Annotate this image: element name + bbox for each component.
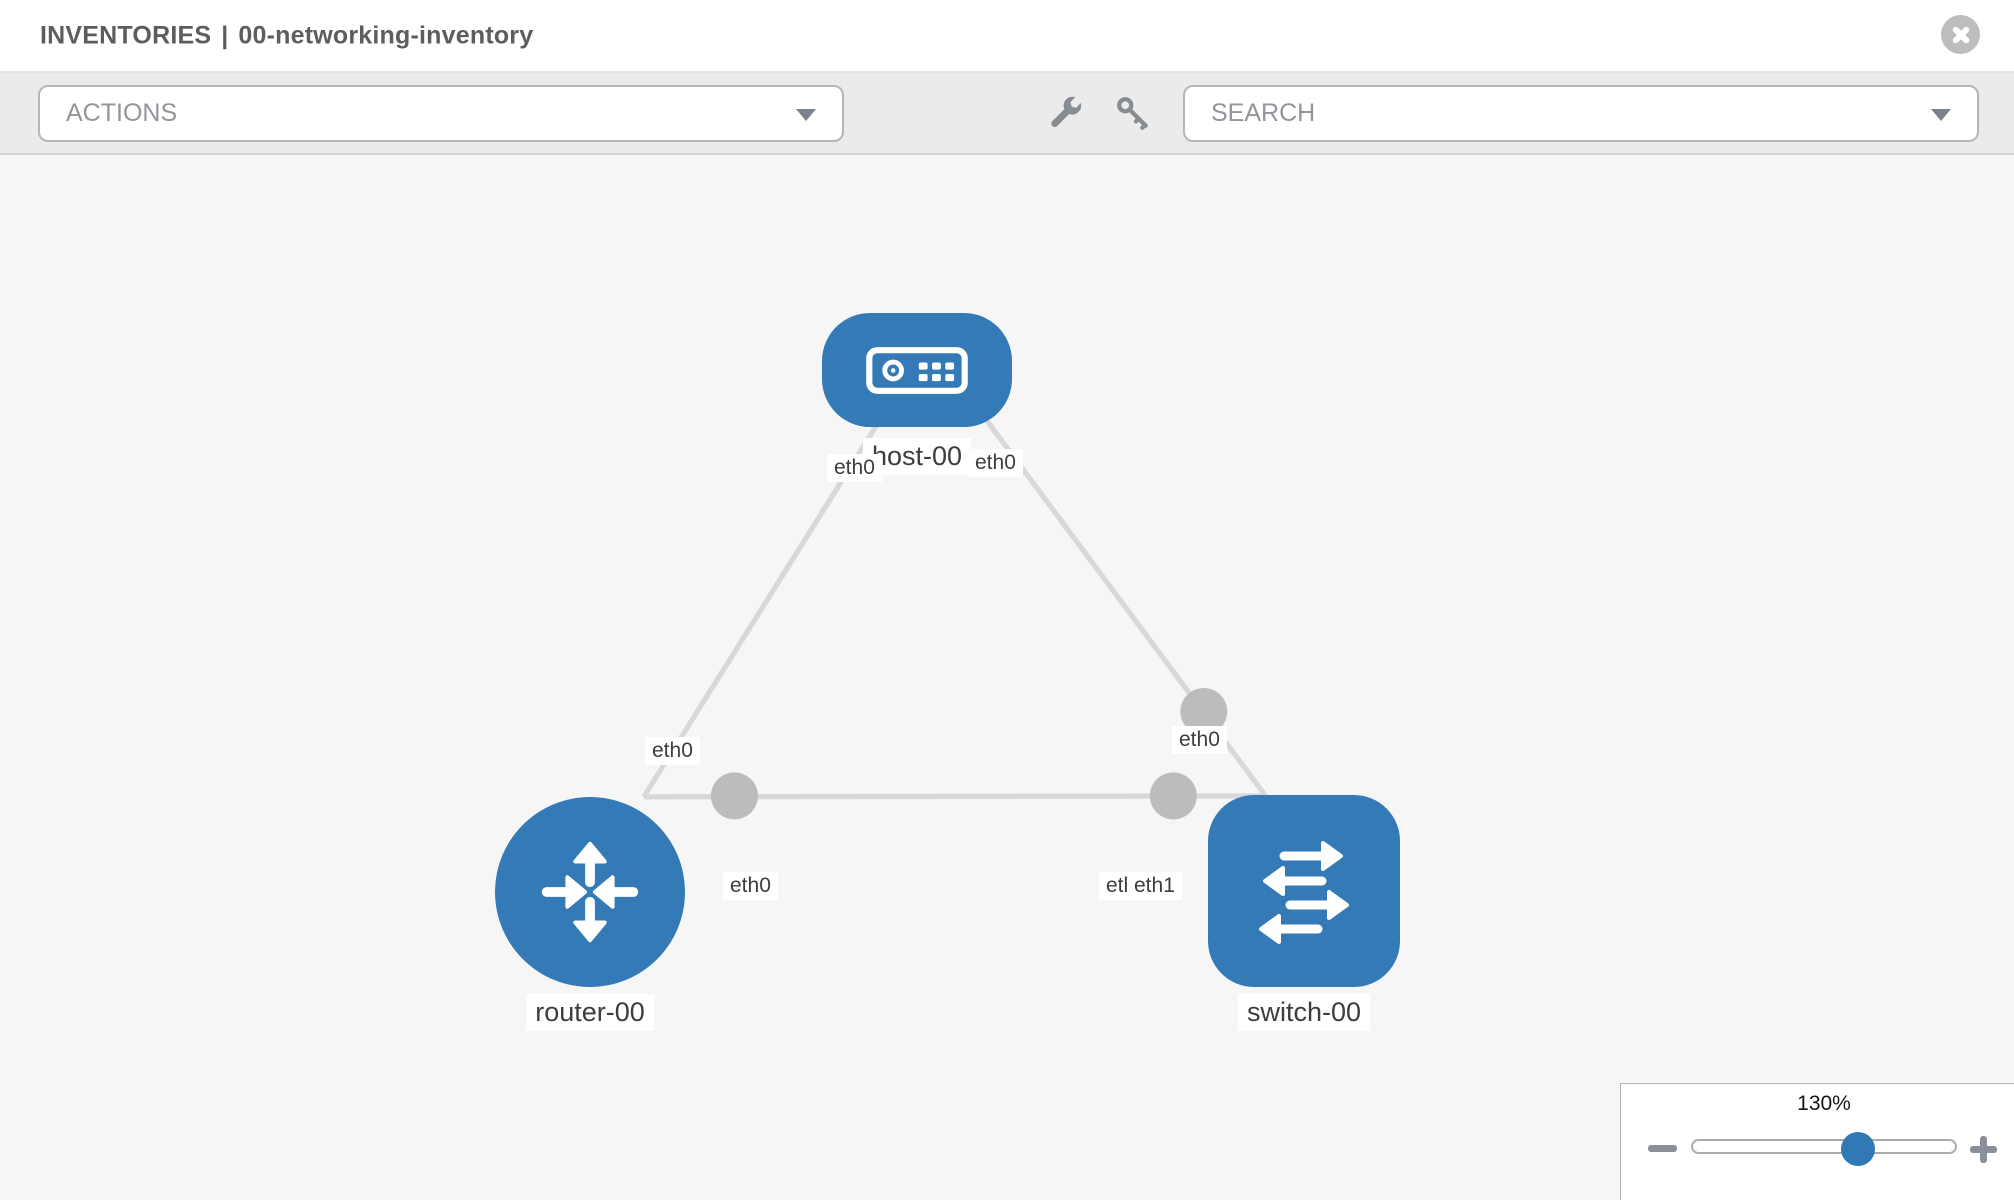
key-icon xyxy=(1117,97,1148,130)
zoom-slider-track[interactable] xyxy=(1691,1139,1957,1154)
interface-connector xyxy=(710,772,758,820)
inventory-name: 00-networking-inventory xyxy=(238,21,534,49)
zoom-in-button[interactable] xyxy=(1970,1136,1997,1163)
interface-label: eth0 xyxy=(1172,726,1227,754)
chevron-down-icon xyxy=(1931,108,1951,121)
breadcrumb-separator: | xyxy=(221,21,229,49)
interface-label: eth1 xyxy=(1127,872,1182,900)
interface-label: eth0 xyxy=(645,737,700,765)
node-switch-00[interactable] xyxy=(1208,795,1400,987)
header: INVENTORIES | 00-networking-inventory xyxy=(0,0,2014,73)
host-icon xyxy=(866,346,968,394)
close-button[interactable] xyxy=(1941,15,1980,54)
interface-label: eth0 xyxy=(723,872,778,900)
zoom-slider-thumb[interactable] xyxy=(1841,1132,1875,1166)
toolbar: ACTIONS SEARCH xyxy=(0,73,2014,155)
interface-connector xyxy=(1180,687,1228,735)
node-host-00[interactable] xyxy=(822,313,1012,427)
search-dropdown-label: SEARCH xyxy=(1211,99,1316,127)
interface-connector xyxy=(1149,772,1197,820)
wrench-icon xyxy=(1051,96,1082,127)
node-label-switch: switch-00 xyxy=(1237,994,1371,1031)
wrench-button[interactable] xyxy=(1046,94,1084,132)
router-icon xyxy=(541,841,639,943)
node-label-router: router-00 xyxy=(526,994,654,1031)
chevron-down-icon xyxy=(796,108,816,121)
search-dropdown[interactable]: SEARCH xyxy=(1183,85,1979,142)
zoom-out-button[interactable] xyxy=(1648,1145,1677,1152)
interface-label: eth0 xyxy=(968,449,1023,477)
key-button[interactable] xyxy=(1114,94,1152,132)
interface-label: eth0 xyxy=(827,454,882,482)
actions-dropdown[interactable]: ACTIONS xyxy=(38,85,844,142)
zoom-level-value: 130% xyxy=(1797,1092,1851,1115)
actions-dropdown-label: ACTIONS xyxy=(66,99,178,127)
zoom-control-panel: 130% xyxy=(1620,1083,2014,1200)
node-router-00[interactable] xyxy=(495,797,685,987)
breadcrumb-section: INVENTORIES xyxy=(40,21,212,49)
switch-icon xyxy=(1259,841,1349,944)
topology-canvas[interactable]: host-00 router-00 switch-00 eth0 eth0 et… xyxy=(0,155,2014,1200)
topology-links-layer xyxy=(641,340,1268,820)
page-title: INVENTORIES | 00-networking-inventory xyxy=(40,21,533,50)
